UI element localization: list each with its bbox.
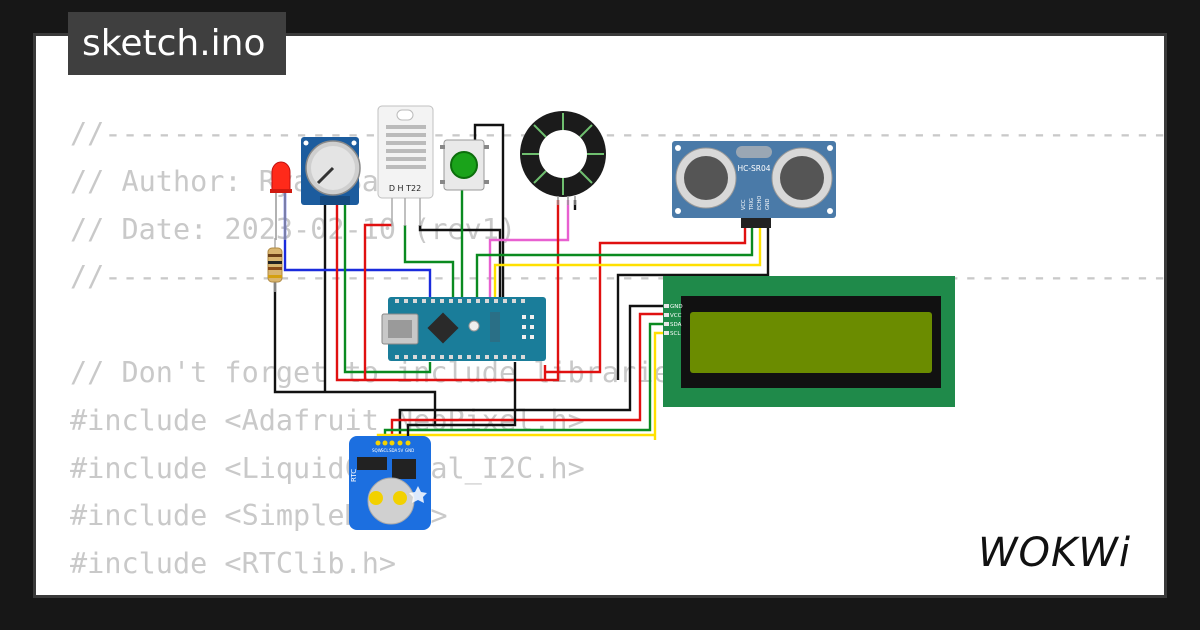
pushbutton[interactable]: [440, 139, 489, 191]
wire: [383, 322, 665, 440]
rtc-label: RTC: [350, 469, 358, 482]
code-line: #include <RTClib.h>: [70, 547, 397, 581]
sonar-crystal: [736, 146, 772, 158]
dht-label: D H T22: [389, 184, 421, 193]
pot-hole: [351, 140, 357, 146]
button-leg: [484, 145, 489, 149]
reset-button[interactable]: [468, 320, 480, 332]
button-leg: [440, 145, 445, 149]
button-cap[interactable]: [450, 151, 478, 179]
lcd-pin-label: VCC: [670, 313, 682, 319]
adafruit-logo-icon: [409, 486, 427, 503]
sonar-hole: [675, 145, 681, 151]
resistor[interactable]: [267, 238, 283, 292]
file-tab[interactable]: sketch.ino: [68, 12, 286, 75]
wire: [488, 200, 570, 298]
code-line: #include <Arduino_FreeRTOS.h>: [70, 588, 1164, 596]
sonar-header: [741, 218, 771, 228]
lcd-pin-label: SDA: [670, 322, 682, 328]
wires: [273, 123, 770, 442]
sonar-mesh: [780, 156, 824, 200]
arduino-nano[interactable]: [381, 297, 546, 361]
wire: [403, 225, 455, 298]
pot-pins: [320, 196, 350, 205]
icsp-header: [522, 315, 534, 339]
wire: [343, 205, 432, 374]
potentiometer[interactable]: [301, 137, 361, 205]
lcd-pin-label: SCL: [670, 331, 681, 337]
rtc-pin-label: GND: [405, 448, 414, 453]
sonar-label: HC-SR04: [737, 164, 770, 173]
neopixel-ring[interactable]: [520, 111, 606, 205]
rtc-pin-label: SDA: [389, 448, 398, 453]
pot-hole: [303, 140, 309, 146]
wokwi-logo-text: WOKWi: [978, 530, 1131, 576]
nano-chip: [427, 312, 459, 344]
sonar-pin-label: ECHO: [757, 196, 763, 210]
lcd-pin-label: GND: [670, 304, 683, 310]
rtc-chip: [392, 459, 416, 479]
resistor-band: [268, 267, 282, 270]
led-body: [271, 161, 291, 191]
wire: [493, 218, 762, 298]
rtc-pin-label: SCL: [381, 448, 389, 453]
preview-card: //--------------------------------------…: [33, 33, 1167, 598]
resistor-band: [268, 261, 282, 264]
led[interactable]: [270, 161, 292, 240]
code-editor: //--------------------------------------…: [70, 110, 1167, 596]
dht22-sensor[interactable]: D H T22: [377, 105, 434, 226]
lcd-pin-labels: GND VCC SDA SCL: [670, 304, 683, 337]
coin-cell-contact: [369, 491, 383, 505]
resistor-band: [268, 275, 282, 278]
lcd-screen: [690, 312, 932, 373]
code-line: //--------------------------------------…: [70, 117, 1167, 150]
sonar-pin-label: GND: [765, 198, 771, 210]
rtc-module[interactable]: SQW SCL SDA 5V GND RTC: [349, 436, 431, 530]
wire: [363, 223, 392, 380]
sonar-hole: [827, 208, 833, 214]
lcd-display[interactable]: GND VCC SDA SCL: [663, 276, 955, 407]
pot-indicator: [316, 166, 335, 185]
rtc-pin-label: SQW: [372, 448, 382, 453]
rtc-pin-labels: SQW SCL SDA 5V GND: [372, 448, 414, 453]
wire: [653, 331, 665, 440]
ultrasonic-sensor[interactable]: HC-SR04 VCC TRIG ECHO GND: [672, 141, 836, 228]
wire: [545, 200, 560, 382]
dht-slot: [396, 109, 414, 121]
ring-pixels: [522, 113, 604, 195]
rtc-chip: [357, 457, 387, 470]
rtc-pin-label: 5V: [398, 448, 404, 453]
led-base: [270, 189, 292, 193]
wire: [545, 218, 747, 374]
sonar-pin-labels: VCC TRIG ECHO GND: [741, 196, 771, 211]
button-leg: [484, 180, 489, 184]
sonar-pin-label: VCC: [741, 199, 747, 210]
sonar-hole: [675, 208, 681, 214]
nano-bottom-pins: [395, 355, 525, 359]
wire: [475, 218, 754, 298]
resistor-band: [268, 254, 282, 257]
button-leg: [440, 180, 445, 184]
nano-board: [388, 297, 546, 361]
lcd-pins: [664, 304, 669, 335]
usb-port-inner: [388, 320, 412, 338]
wire: [273, 282, 437, 425]
sonar-pin-label: TRIG: [749, 198, 755, 211]
sonar-hole: [827, 145, 833, 151]
dht-grille: [386, 125, 426, 169]
wire: [390, 312, 665, 440]
wire: [406, 362, 517, 440]
wire: [616, 218, 770, 380]
wokwi-logo-icon: WOKWi: [978, 530, 1131, 576]
nano-top-pins: [395, 299, 525, 303]
coin-cell-contact: [393, 491, 407, 505]
rtc-header: [375, 440, 411, 446]
sonar-mesh: [684, 156, 728, 200]
nano-silkscreen: [490, 312, 500, 342]
ring-hole: [539, 130, 587, 178]
